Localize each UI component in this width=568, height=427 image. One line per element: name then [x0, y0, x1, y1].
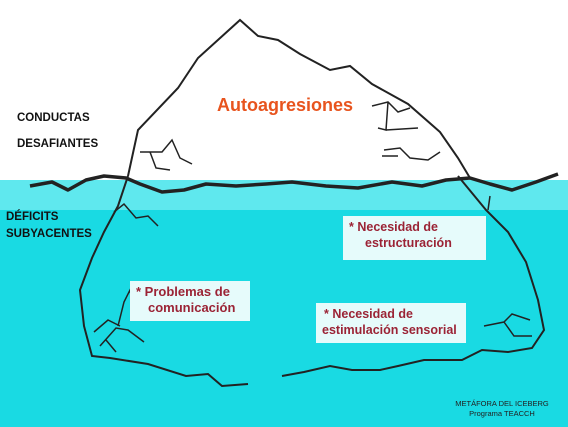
credit-block: METÁFORA DEL ICEBERG Programa TEACCH	[452, 399, 552, 419]
box-necesidad-estructuracion: * Necesidad de estructuración	[343, 216, 486, 260]
box-necesidad-estimulacion-line1: * Necesidad de	[324, 307, 413, 321]
iceberg-crack-left	[140, 138, 193, 171]
box-necesidad-estimulacion: * Necesidad de estimulación sensorial	[316, 303, 466, 343]
iceberg-crack-submerged-left	[93, 202, 159, 353]
iceberg-crack-right	[371, 101, 441, 161]
box-problemas-comunicacion: * Problemas de comunicación	[130, 281, 250, 321]
box-necesidad-estructuracion-line1: * Necesidad de	[349, 220, 438, 234]
credit-line2: Programa TEACCH	[469, 409, 535, 418]
box-necesidad-estimulacion-line2: estimulación sensorial	[322, 323, 457, 337]
label-conductas: CONDUCTAS	[17, 112, 90, 124]
label-deficits: DÉFICITS	[6, 211, 59, 223]
label-subyacentes: SUBYACENTES	[6, 228, 92, 240]
waterline	[29, 172, 559, 194]
credit-line1: METÁFORA DEL ICEBERG	[455, 399, 549, 408]
box-necesidad-estructuracion-line2: estructuración	[365, 236, 452, 250]
iceberg-crack-submerged-right	[483, 195, 532, 337]
title-autoagresiones: Autoagresiones	[217, 95, 354, 115]
iceberg-submerged-right	[281, 175, 546, 377]
box-problemas-comunicacion-line2: comunicación	[148, 300, 236, 315]
box-problemas-comunicacion-line1: * Problemas de	[136, 284, 230, 299]
iceberg-tip	[127, 18, 471, 179]
label-desafiantes: DESAFIANTES	[17, 138, 99, 150]
iceberg-submerged	[78, 175, 249, 388]
